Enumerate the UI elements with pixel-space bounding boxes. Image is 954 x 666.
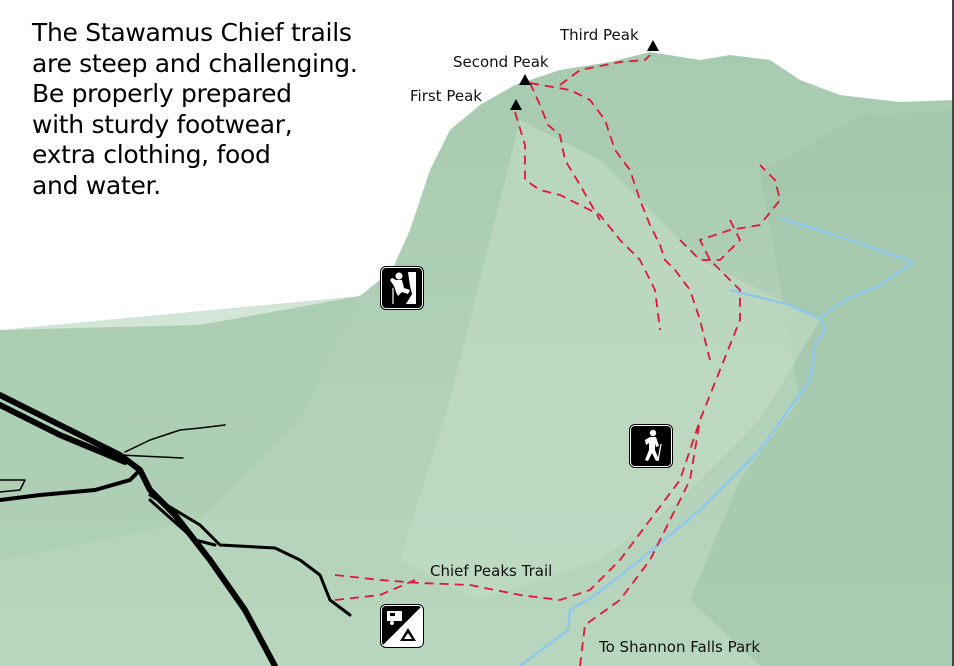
- trail-network: [334, 54, 781, 666]
- hiking-icon: [630, 425, 672, 467]
- notice-line: and water.: [32, 170, 161, 200]
- camping-rv-icon: [381, 605, 423, 647]
- chief-peaks-trail: [334, 164, 781, 601]
- notice-line: Be properly prepared: [32, 79, 292, 108]
- map-border: [952, 0, 954, 666]
- rock-climbing-icon: [381, 267, 423, 309]
- third-peak-label: Third Peak: [560, 26, 639, 44]
- roads: [0, 392, 352, 666]
- valley-light: [400, 120, 820, 600]
- river: [519, 216, 916, 666]
- ridge-shade: [690, 110, 954, 666]
- first-peak-label: First Peak: [410, 87, 482, 105]
- safety-notice: The Stawamus Chief trails are steep and …: [32, 18, 358, 201]
- slope-shade: [0, 296, 360, 560]
- trail-label: Chief Peaks Trail: [430, 562, 553, 580]
- notice-line: extra clothing, food: [32, 140, 271, 169]
- notice-line: are steep and challenging.: [32, 48, 358, 78]
- second-peak-label: Second Peak: [453, 53, 549, 71]
- notice-line: with sturdy footwear,: [32, 109, 293, 139]
- destination-label: To Shannon Falls Park: [599, 638, 761, 656]
- peak-marker-icon: [510, 40, 659, 110]
- notice-line: The Stawamus Chief trails: [32, 18, 352, 47]
